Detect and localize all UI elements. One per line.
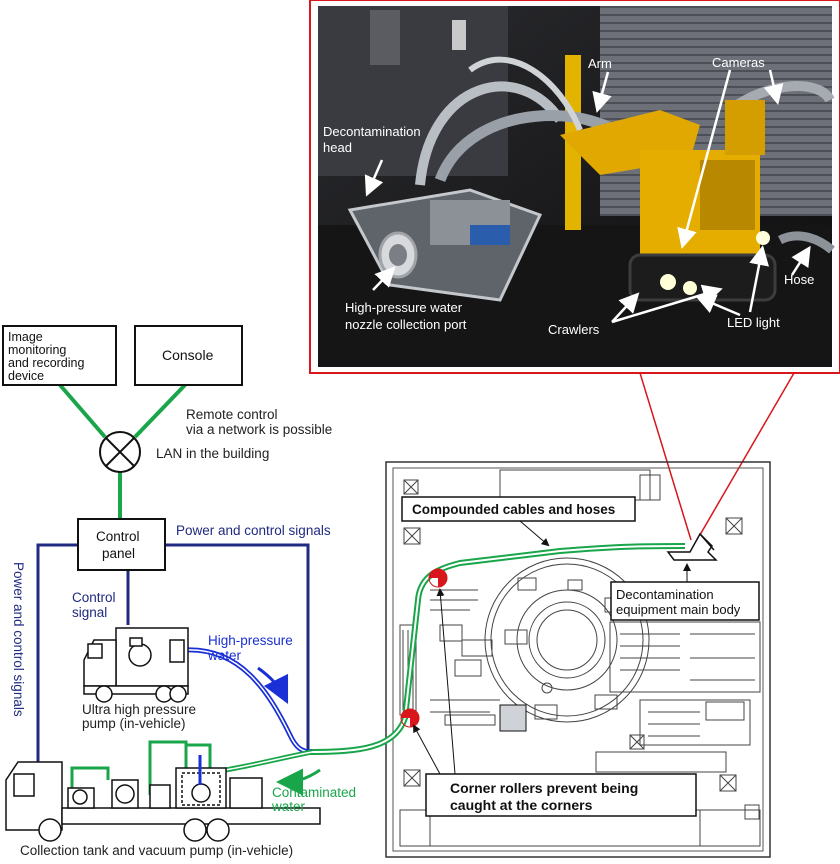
corner-rollers	[400, 568, 448, 728]
callout-rollers-1: Corner rollers prevent being	[450, 780, 638, 796]
uhp-pump-truck	[83, 627, 189, 703]
console-label: Console	[162, 347, 214, 363]
building-floor-plan	[385, 461, 771, 858]
label-crawlers: Crawlers	[548, 322, 600, 337]
control-signal-line-1: Control	[72, 590, 116, 605]
hp-water-line-1: High-pressure	[208, 633, 293, 648]
control-panel-line-2: panel	[102, 546, 135, 561]
power-control-lines	[36, 543, 310, 768]
control-signal-line-2: signal	[72, 605, 107, 620]
collection-tank-truck	[5, 755, 321, 842]
power-control-top-label: Power and control signals	[176, 523, 331, 538]
label-arm: Arm	[588, 56, 612, 71]
label-led-light: LED light	[727, 315, 780, 330]
cable-route-floor	[309, 543, 686, 755]
left-boxes	[2, 325, 243, 571]
equipment-photo: Arm Cameras Decontamination head High-pr…	[309, 0, 840, 374]
image-monitor-line-3: and recording	[8, 356, 84, 370]
decon-equipment-icon	[666, 532, 718, 561]
collection-tank-label: Collection tank and vacuum pump (in-vehi…	[20, 843, 293, 858]
label-nozzle-1: High-pressure water	[345, 300, 463, 315]
callout-compounded: Compounded cables and hoses	[412, 502, 615, 517]
control-panel-line-1: Control	[96, 529, 140, 544]
remote-control-line-1: Remote control	[186, 407, 278, 422]
callout-decon-main-1: Decontamination	[616, 587, 714, 602]
image-monitor-line-4: device	[8, 369, 44, 383]
image-monitor-line-2: monitoring	[8, 343, 66, 357]
label-decon-head-1: Decontamination	[323, 124, 421, 139]
power-control-vertical-label: Power and control signals	[11, 562, 26, 717]
label-hose: Hose	[784, 272, 814, 287]
hp-water-line-2: water	[207, 648, 242, 663]
remote-control-line-2: via a network is possible	[186, 422, 332, 437]
map-callouts: Compounded cables and hoses Decontaminat…	[401, 496, 760, 817]
callout-rollers-2: caught at the corners	[450, 797, 593, 813]
lan-hub	[99, 431, 141, 473]
callout-decon-main-2: equipment main body	[616, 602, 741, 617]
image-monitor-line-1: Image	[8, 330, 43, 344]
label-cameras: Cameras	[712, 55, 765, 70]
uhp-pump-line-1: Ultra high pressure	[82, 702, 196, 717]
photo-callout-lines	[639, 372, 795, 541]
label-decon-head-2: head	[323, 140, 352, 155]
contaminated-line-1: Contaminated	[272, 785, 356, 800]
contaminated-line-2: water	[271, 799, 306, 814]
lan-links	[58, 383, 187, 519]
high-pressure-water-line	[185, 647, 313, 755]
label-nozzle-2: nozzle collection port	[345, 317, 467, 332]
lan-label: LAN in the building	[156, 446, 269, 461]
uhp-pump-line-2: pump (in-vehicle)	[82, 716, 186, 731]
